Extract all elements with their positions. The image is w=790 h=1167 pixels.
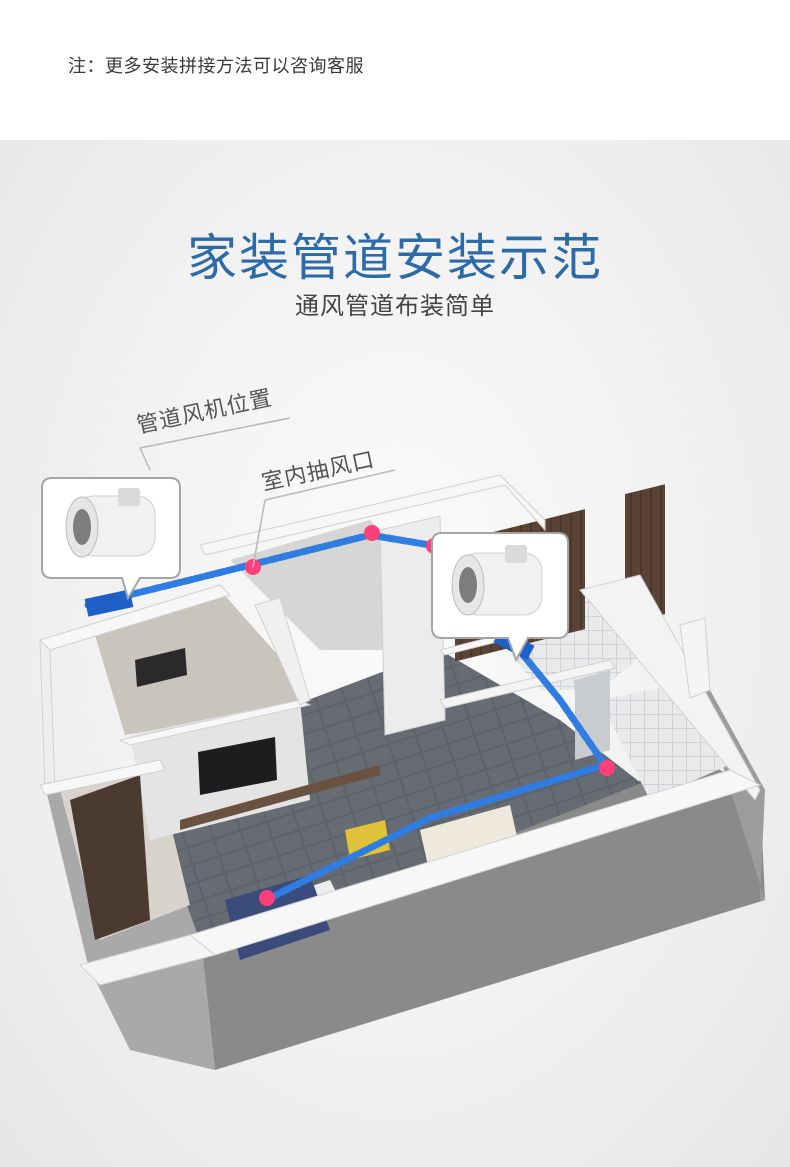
vent-dot bbox=[259, 890, 275, 906]
fan-callout-left bbox=[41, 477, 181, 601]
bedroom-tv bbox=[135, 648, 187, 687]
vent-dot bbox=[364, 525, 380, 541]
duct-fan-icon bbox=[451, 545, 543, 616]
vent-dot bbox=[599, 760, 615, 776]
duct-outlet-left bbox=[84, 589, 134, 617]
interior-walls bbox=[39, 474, 762, 986]
armchair bbox=[345, 820, 390, 860]
install-note: 注：更多安装拼接方法可以咨询客服 bbox=[68, 56, 364, 77]
callout-lines bbox=[139, 417, 396, 568]
page-title: 家装管道安装示范 bbox=[187, 229, 603, 287]
note-bar: 注：更多安装拼接方法可以咨询客服 bbox=[0, 0, 790, 140]
fan-callout-right bbox=[431, 532, 569, 663]
page-subtitle: 通风管道布装简单 bbox=[295, 292, 495, 320]
duct-fan-icon bbox=[65, 488, 156, 558]
vent-points bbox=[245, 525, 615, 906]
